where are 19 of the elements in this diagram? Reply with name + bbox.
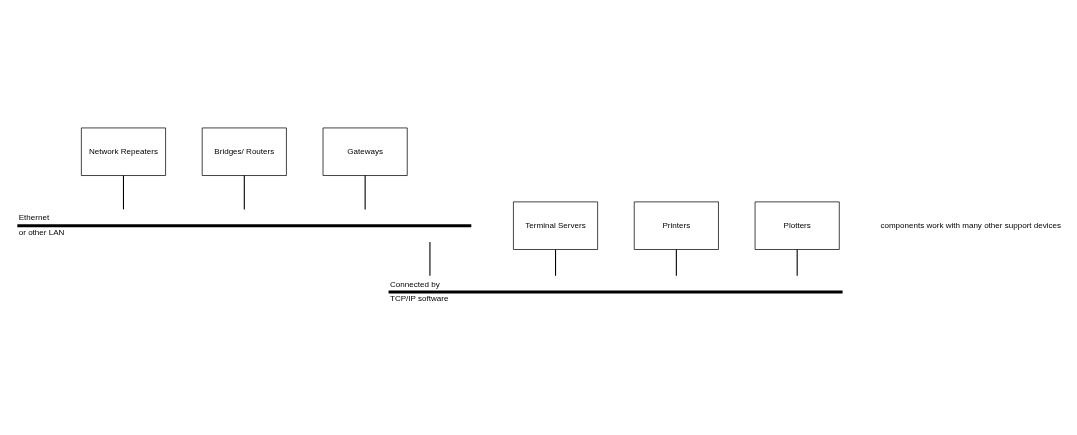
- node-box: Gateways: [322, 127, 408, 176]
- connector: [364, 174, 366, 210]
- node-box: Network Repeaters: [81, 127, 166, 176]
- node-label: Ethernet: [18, 212, 50, 222]
- node-label: TCP/IP software: [390, 293, 449, 303]
- node-box: Terminal Servers: [513, 201, 598, 250]
- label: components work with many other support devices: [880, 220, 1062, 230]
- node-box: Plotters: [754, 201, 840, 250]
- connector: [555, 248, 557, 276]
- node-bar: [17, 223, 472, 227]
- connector: [796, 248, 798, 276]
- node-label: or other LAN: [18, 227, 65, 237]
- connector: [675, 248, 677, 276]
- connector: [122, 174, 125, 210]
- connector: [243, 174, 245, 210]
- node-label: Connected by: [390, 279, 440, 289]
- node-box: Bridges/ Routers: [201, 127, 287, 176]
- node-box: Printers: [633, 201, 719, 250]
- node-bar: [388, 290, 843, 293]
